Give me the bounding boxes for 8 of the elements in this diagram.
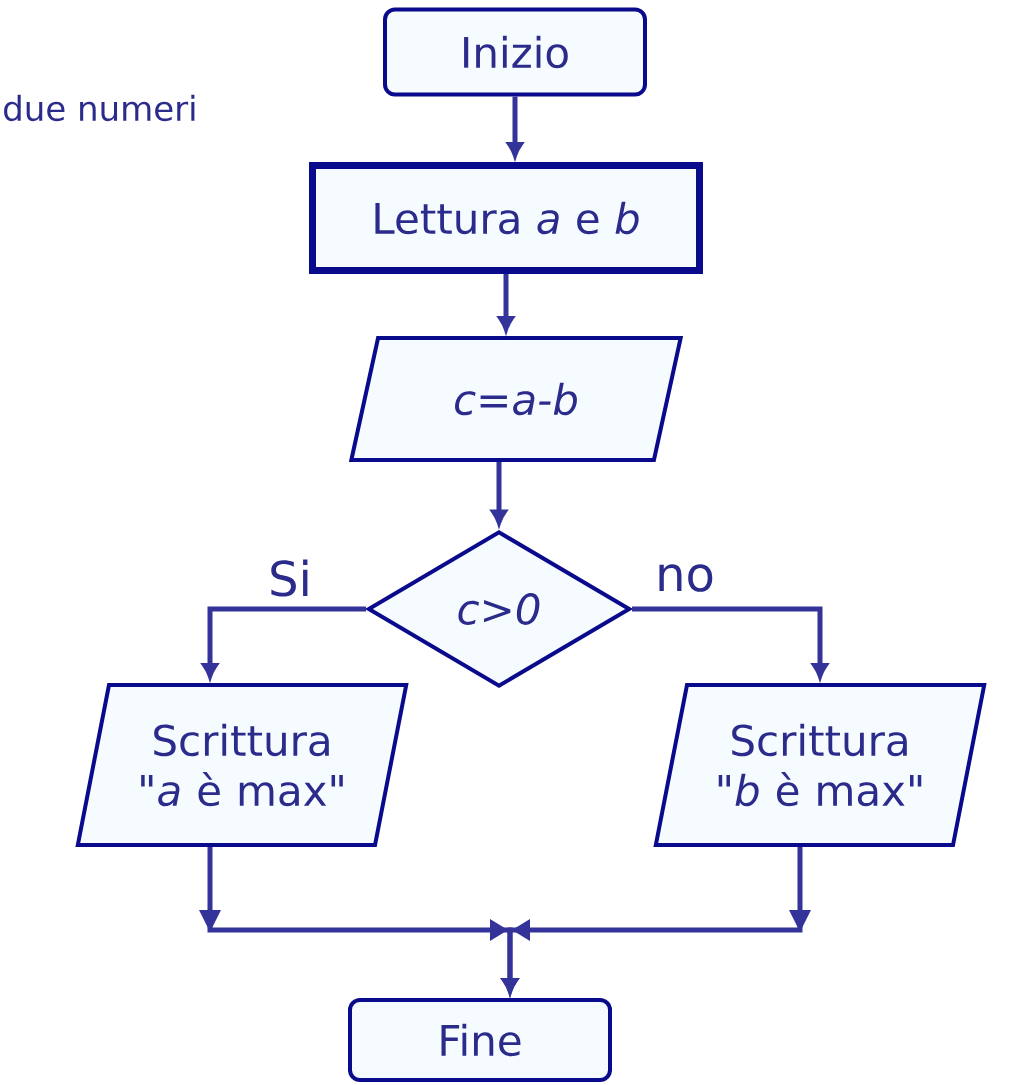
output-parallelogram: Scrittura "a è max" [75,683,409,847]
start-box: Inizio [383,7,647,97]
note-text: due numeri [4,94,195,122]
edge-label: no [659,564,713,592]
input-box: Lettura a e b [309,162,703,274]
edge-label: Si [271,559,308,597]
output-parallelogram: Scrittura "b è max" [653,683,987,847]
end-box: Fine [348,998,612,1082]
